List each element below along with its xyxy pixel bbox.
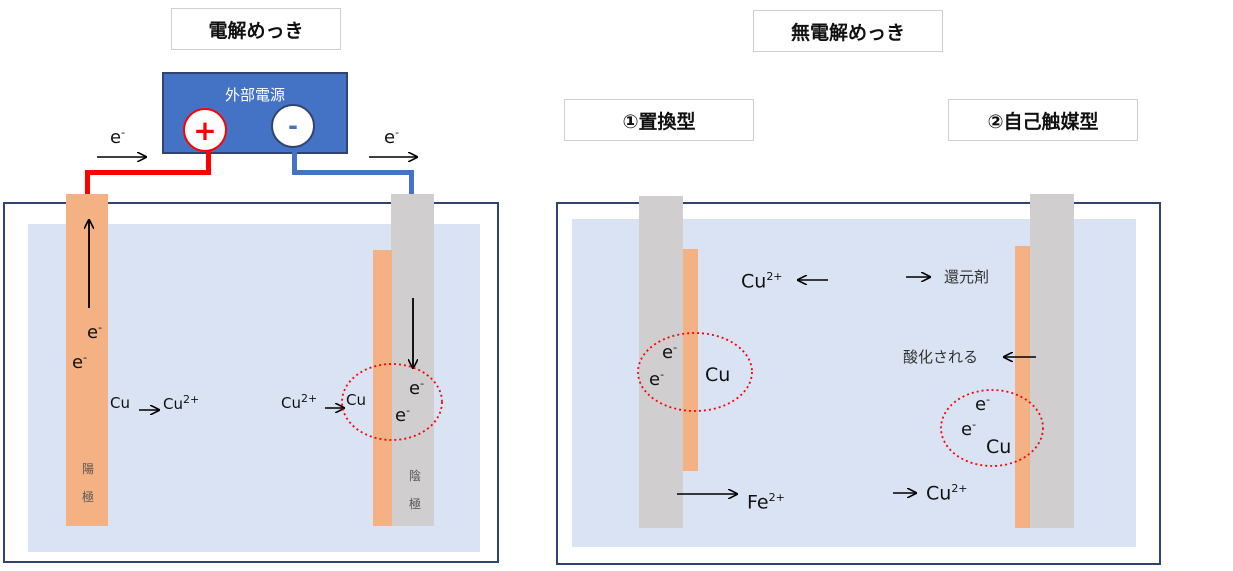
wire-electron-left: e- (110, 126, 126, 148)
cathode-electron-2: e- (395, 404, 411, 426)
positive-wire-horizontal (85, 170, 211, 175)
anode-electron-2: e- (72, 351, 88, 373)
autocatalytic-circle-marker (940, 389, 1044, 467)
cathode-cu-ion: Cu2+ (281, 392, 318, 412)
negative-terminal-icon: - (271, 104, 315, 148)
anode-electron-1: e- (87, 321, 103, 343)
fe-ion: Fe2+ (747, 491, 785, 514)
positive-wire-vertical (206, 150, 211, 174)
oxidized-label: 酸化される (903, 348, 979, 366)
negative-wire-horizontal (292, 170, 414, 175)
anode-cu-ion: Cu2+ (163, 393, 200, 413)
positive-wire-down (85, 170, 90, 196)
displacement-cu: Cu (705, 364, 731, 386)
displacement-electron-2: e- (649, 368, 665, 390)
reducing-agent-label: 還元剤 (944, 268, 990, 286)
anode-electrode (66, 194, 108, 526)
autocatalytic-substrate (1030, 194, 1074, 528)
anode-cu: Cu (110, 394, 130, 412)
negative-wire-vertical (292, 150, 297, 174)
autocatalytic-electron-2: e- (961, 418, 977, 440)
minus-sign: - (288, 112, 298, 140)
positive-terminal-icon: + (183, 108, 227, 152)
displacement-cu-ion: Cu2+ (741, 270, 783, 293)
cathode-label: 陰極 (408, 469, 421, 511)
displacement-title: ①置換型 (564, 99, 754, 141)
autocatalytic-electron-1: e- (975, 393, 991, 415)
cathode-circle-marker (341, 363, 443, 441)
negative-wire-down (409, 170, 414, 196)
autocatalytic-copper-layer (1015, 246, 1030, 528)
displacement-electron-1: e- (662, 341, 678, 363)
autocatalytic-cu-ion: Cu2+ (926, 482, 968, 505)
electroplating-title: 電解めっき (171, 8, 341, 50)
cathode-copper-layer (373, 250, 392, 526)
displacement-copper-layer (683, 249, 698, 471)
autocatalytic-title: ②自己触媒型 (948, 99, 1138, 141)
displacement-circle-marker (637, 332, 753, 412)
displacement-substrate (639, 196, 683, 528)
cathode-cu: Cu (346, 391, 366, 409)
power-supply-label: 外部電源 (224, 86, 285, 104)
plus-sign: + (193, 113, 217, 147)
wire-electron-right: e- (384, 126, 400, 148)
electroless-title: 無電解めっき (753, 10, 943, 52)
anode-label: 陽極 (81, 462, 94, 504)
cathode-electron-1: e- (409, 377, 425, 399)
autocatalytic-cu: Cu (986, 436, 1012, 458)
